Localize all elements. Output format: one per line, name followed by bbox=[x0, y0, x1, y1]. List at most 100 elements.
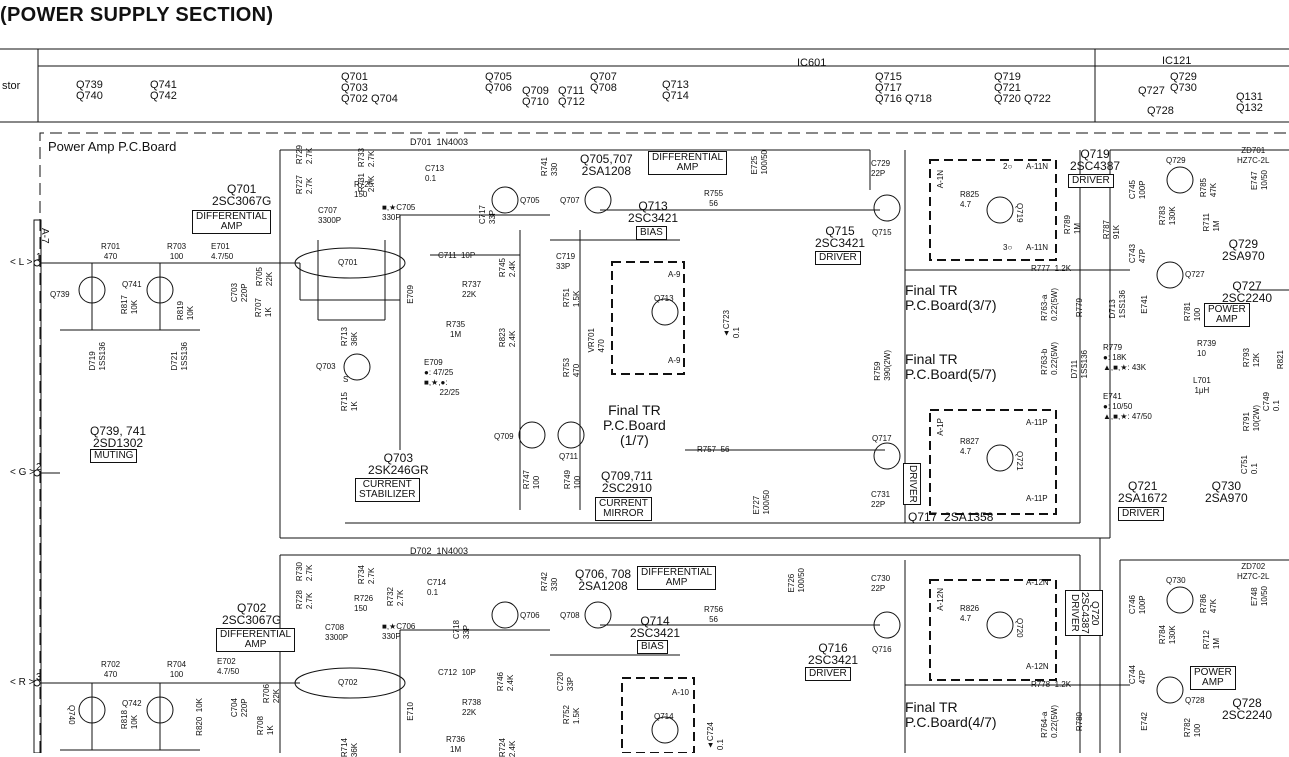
q720-box: Q720 2SC4387 DRIVER bbox=[1065, 590, 1103, 636]
part-e709-note: E709 ●: 47/25 ■,★,●: 22/25 bbox=[424, 358, 460, 397]
conn-a11p-2: A-11P bbox=[1026, 494, 1048, 503]
tr-q707: Q707 bbox=[560, 196, 580, 205]
part-r819: R819 10K bbox=[176, 301, 195, 321]
header-group: Q739 Q740 bbox=[76, 79, 103, 102]
part-e702: E702 4.7/50 bbox=[217, 657, 240, 676]
q729-label: Q729 2SA970 bbox=[1222, 237, 1265, 263]
header-row-label: stor bbox=[2, 80, 21, 92]
part-e710: E710 bbox=[406, 702, 415, 721]
part-r759: R759 390(2W) bbox=[873, 350, 892, 381]
q714-label: Q714 2SC3421 bbox=[630, 614, 681, 640]
page-title: (POWER SUPPLY SECTION) bbox=[0, 4, 274, 26]
part-r714: R714 36K bbox=[340, 738, 359, 757]
tr-q742: Q742 bbox=[122, 699, 142, 708]
part-r785: R785 47K bbox=[1199, 178, 1218, 198]
part-r703: R703 100 bbox=[167, 242, 187, 261]
part-r737: R737 22K bbox=[462, 280, 482, 299]
part-r702: R702 470 bbox=[101, 660, 121, 679]
connector-label: A-7 bbox=[39, 228, 50, 244]
tr-q714: Q714 bbox=[654, 712, 674, 721]
tr-q713: Q713 bbox=[654, 294, 674, 303]
part-c706: ■,★C706 330P bbox=[382, 622, 416, 641]
q727-label: Q727 2SC2240 bbox=[1222, 279, 1273, 305]
part-r764a: R764-a 0.22(5W) bbox=[1040, 705, 1059, 738]
q719-label: Q719 2SC4387 bbox=[1070, 147, 1121, 173]
part-r757: R757 56 bbox=[697, 445, 730, 454]
q709-label: Q709,711 2SC2910 bbox=[601, 469, 653, 495]
part-r825: R825 4.7 bbox=[960, 190, 980, 209]
part-c703: C703 220P bbox=[230, 283, 249, 303]
conn-a9-2: A-9 bbox=[668, 356, 681, 365]
conn-a1n: A-1N bbox=[936, 170, 945, 189]
part-r735: R735 1M bbox=[446, 320, 466, 339]
part-c720: C720 33P bbox=[556, 672, 575, 692]
header-ic601: IC601 bbox=[797, 57, 827, 69]
header-group: Q741 Q742 bbox=[150, 79, 177, 102]
io-g: < G > bbox=[10, 467, 36, 478]
part-r704: R704 100 bbox=[167, 660, 187, 679]
tr-q739: Q739 bbox=[50, 290, 70, 299]
part-c708: C708 3300P bbox=[325, 623, 349, 642]
q709-box: CURRENT MIRROR bbox=[595, 497, 652, 521]
part-d701: D701 1N4003 bbox=[410, 137, 469, 147]
part-c743: C743 47P bbox=[1128, 244, 1147, 264]
part-c723: ▲C723 0.1 bbox=[722, 310, 741, 339]
part-r763b: R763-b 0.22(5W) bbox=[1040, 342, 1059, 375]
header-group: Q707 Q708 bbox=[590, 71, 617, 94]
part-d713: D713 1SS136 bbox=[1108, 290, 1127, 319]
part-r732: R732 2.7K bbox=[386, 587, 405, 607]
io-l: < L > bbox=[10, 257, 33, 268]
part-r724: R724 2.4K bbox=[498, 738, 517, 757]
part-e725: E725 100/50 bbox=[750, 150, 769, 175]
part-c724: ▲C724 0.1 bbox=[706, 722, 725, 751]
part-e701: E701 4.7/50 bbox=[211, 242, 234, 261]
part-l701: L701 1μH bbox=[1193, 376, 1211, 395]
final-tr-4: Final TR P.C.Board(4/7) bbox=[905, 699, 997, 730]
q716-label: Q716 2SC3421 bbox=[808, 641, 859, 667]
part-r736: R736 1M bbox=[446, 735, 466, 754]
part-r818: R818 10K bbox=[120, 710, 139, 730]
part-e726: E726 100/50 bbox=[787, 568, 806, 593]
part-d719: D719 1SS136 bbox=[88, 342, 107, 371]
part-d702: D702 1N4003 bbox=[410, 546, 469, 556]
part-r823: R823 2.4K bbox=[498, 328, 517, 348]
tr-q715: Q715 bbox=[872, 228, 892, 237]
conn-a11p: A-11P bbox=[1026, 418, 1048, 427]
part-r749: R749 100 bbox=[563, 470, 582, 490]
tr-q716: Q716 bbox=[872, 645, 892, 654]
conn-pin3o: 3○ bbox=[1003, 243, 1013, 252]
q739-box: MUTING bbox=[90, 449, 138, 463]
part-r707: R707 1K bbox=[254, 298, 273, 318]
tr-q730: Q730 bbox=[1166, 576, 1186, 585]
part-r752: R752 1.5K bbox=[562, 705, 581, 725]
header-group: Q727 bbox=[1138, 85, 1165, 97]
conn-a9: A-9 bbox=[668, 270, 681, 279]
part-r827: R827 4.7 bbox=[960, 437, 980, 456]
q706-box: DIFFERENTIAL AMP bbox=[637, 566, 717, 590]
part-c705: ■,★C705 330P bbox=[382, 203, 416, 222]
header-group: Q715 Q717 Q716 Q718 bbox=[875, 71, 932, 105]
part-r745: R745 2.4K bbox=[498, 258, 517, 278]
q730-label: Q730 2SA970 bbox=[1205, 479, 1248, 505]
part-r726: R726 150 bbox=[354, 594, 374, 613]
tr-q720: Q720 bbox=[1015, 618, 1024, 638]
part-e741-note: E741 ●: 10/50 ▲,■,★: 47/50 bbox=[1103, 392, 1152, 421]
q706-label: Q706, 708 2SA1208 bbox=[575, 567, 632, 593]
conn-a12n-v: A-12N bbox=[936, 588, 945, 611]
part-c719: C719 33P bbox=[556, 252, 576, 271]
q701-label: Q701 2SC3067G bbox=[212, 182, 272, 208]
q703-label: Q703 2SK246GR bbox=[368, 451, 429, 477]
part-r779-note: R779 ●: 18K ▲,■,★: 43K bbox=[1103, 343, 1147, 372]
part-e748: E748 10/50 bbox=[1250, 586, 1269, 607]
final-tr-5: Final TR P.C.Board(5/7) bbox=[905, 351, 997, 382]
header-group: Q729 Q730 bbox=[1170, 71, 1197, 94]
part-r783: R783 130K bbox=[1158, 206, 1177, 226]
conn-a1p: A-1P bbox=[936, 418, 945, 436]
io-r: < R > bbox=[10, 677, 35, 688]
tr-q705: Q705 bbox=[520, 196, 540, 205]
tr-q702: Q702 bbox=[338, 678, 358, 687]
tr-q717: Q717 bbox=[872, 434, 892, 443]
part-r786: R786 47K bbox=[1199, 594, 1218, 614]
q713-box: BIAS bbox=[636, 226, 667, 240]
part-r715: R715 1K bbox=[340, 392, 359, 412]
